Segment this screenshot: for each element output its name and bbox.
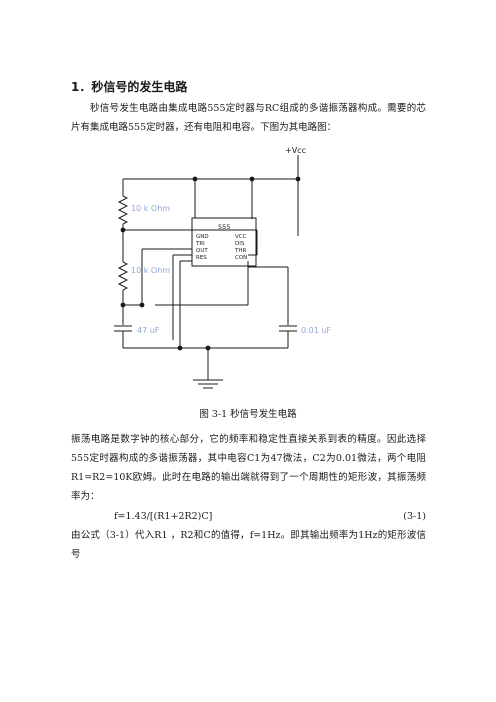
capacitor-c1-label: 47 uF: [137, 326, 160, 335]
resistor-r2-label: 10 k Ohm: [131, 266, 170, 275]
conclusion-paragraph: 由公式（3-1）代入R1 ，R2和C的值得，f=1Hz。即其输出频率为1Hz的矩…: [71, 530, 426, 560]
circuit-wires: [114, 155, 299, 389]
ic-pin-dis: DIS: [235, 241, 245, 247]
ic-name-label: 555: [218, 223, 230, 231]
junction-dots: [120, 176, 301, 351]
ic-pin-con: CON: [235, 255, 247, 261]
resistor-r1-label: 10 k Ohm: [131, 204, 170, 213]
formula-expression: f=1.43/[(R1+2R2)C]: [114, 511, 213, 522]
ic-pin-vcc: VCC: [235, 234, 247, 240]
ic-pin-tri: TRI: [195, 241, 205, 247]
resistor-r2: [117, 261, 129, 291]
section-heading: 1．秒信号的发生电路: [71, 80, 188, 94]
capacitor-c2-label: 0.01 uF: [301, 326, 331, 335]
body-paragraph: 振荡电路是数字钟的核心部分，它的频率和稳定性直接关系到表的精度。因此选择555定…: [71, 434, 426, 502]
ic-pin-thr: THR: [234, 248, 246, 254]
vcc-label: +Vcc: [285, 146, 306, 155]
ic-pin-out: OUT: [196, 248, 208, 254]
resistor-r1: [117, 195, 129, 225]
figure-caption: 图 3-1 秒信号发生电路: [199, 409, 297, 420]
equation-number: (3-1): [403, 511, 426, 522]
intro-paragraph: 秒信号发生电路由集成电路555定时器与RC组成的多谐振荡器构成。需要的芯片有集成…: [71, 103, 426, 133]
ic-pin-res: RES: [196, 255, 207, 261]
ic-555-body: [191, 217, 257, 267]
ic-pin-gnd: GND: [196, 234, 209, 240]
formula-row: f=1.43/[(R1+2R2)C] (3-1): [71, 507, 426, 526]
